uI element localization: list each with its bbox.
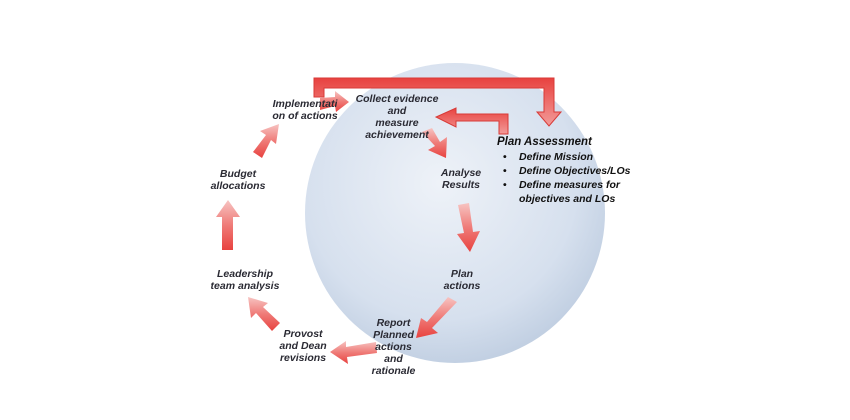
background-circle	[305, 63, 605, 363]
arrow-report-to-provost	[330, 341, 377, 364]
plan-assessment-title: Plan Assessment	[497, 136, 592, 148]
plan-assessment-item-text: Define Mission	[519, 151, 594, 163]
plan-assessment-list: • Define Mission • Define Objectives/LOs…	[503, 150, 639, 206]
plan-assessment-item-text: Define Objectives/LOs	[519, 165, 631, 177]
arrow-plan-to-report	[416, 297, 457, 338]
step-label-plan-actions: Plan actions	[443, 268, 481, 292]
step-label-report: Report Planned actions and rationale	[371, 317, 416, 377]
step-label-implementation: Implementati on of actions	[272, 98, 338, 122]
arrow-analyse-to-plan	[457, 203, 480, 252]
arrow-provost-to-leadership	[248, 297, 280, 331]
step-label-provost: Provost and Dean revisions	[279, 328, 327, 364]
step-label-leadership: Leadership team analysis	[210, 268, 280, 292]
arrow-budget-to-implementation	[253, 124, 279, 158]
bullet: •	[503, 179, 507, 191]
plan-assessment-item-text: Define measures for objectives and LOs	[519, 179, 620, 205]
plan-assessment-item: • Define Mission	[503, 150, 639, 164]
cycle-arrows	[216, 91, 480, 364]
bullet: •	[503, 165, 507, 177]
arrow-implementation-to-collect	[320, 91, 349, 112]
arrow-collect-to-analyse	[422, 128, 447, 158]
bullet: •	[503, 151, 507, 163]
step-label-collect: Collect evidence and measure achievement	[355, 93, 439, 141]
plan-assessment-item: • Define measures for objectives and LOs	[503, 178, 639, 206]
arrow-implementation-to-plan-assessment	[313, 77, 563, 127]
step-label-analyse: Analyse Results	[440, 167, 482, 191]
step-label-budget: Budget allocations	[210, 168, 266, 192]
arrow-leadership-to-budget	[216, 200, 240, 250]
arrow-plan-assessment-to-collect	[434, 107, 509, 135]
plan-assessment-item: • Define Objectives/LOs	[503, 164, 639, 178]
